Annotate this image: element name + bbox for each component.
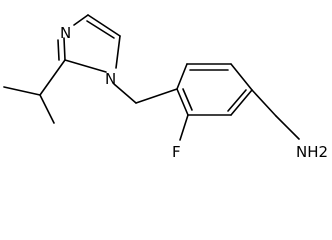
bond-ring-fluorine (179, 114, 189, 141)
bond-n1-c5 (115, 35, 121, 69)
bond-ch-ch3-left (3, 86, 41, 96)
bond-ring-c3-c4 (230, 63, 253, 91)
bond-c5-c4 (87, 14, 121, 37)
bond-c5-c4-inner (86, 20, 115, 39)
methylene-linker (113, 83, 178, 104)
bond-ring-c4-c5 (230, 89, 253, 116)
bond-ring-c4-c5-inner (227, 89, 247, 112)
atom-label-amine: NH2 (296, 143, 328, 161)
atom-label-n1: N (105, 70, 116, 88)
bond-c4-n3 (73, 14, 89, 26)
bond-ring-c6-c1 (176, 88, 189, 116)
imidazole-ring (57, 14, 121, 73)
bond-c2-ch (39, 59, 66, 96)
bond-ch2-n (275, 115, 300, 140)
bond-ring-ch2 (251, 89, 277, 117)
bond-c2-n1 (64, 59, 107, 73)
chemical-structure: N N F NH2 (3, 14, 328, 161)
atom-label-n3: N (60, 24, 71, 42)
bond-n1-ch2 (113, 83, 137, 104)
bond-ring-c6-c1-inner (182, 88, 193, 111)
bond-ch2-ring (135, 88, 178, 104)
bond-ring-c1-c2 (176, 63, 188, 90)
atom-label-fluorine: F (172, 143, 181, 161)
bond-n3-c2 (63, 37, 66, 61)
bond-n3-c2-inner (57, 39, 60, 61)
aminomethyl-group (251, 89, 300, 140)
benzene-ring (176, 63, 253, 116)
molecule-canvas: N N F NH2 (3, 14, 329, 161)
bond-ch-ch3-down (39, 94, 55, 124)
isopropyl-group (3, 59, 66, 124)
